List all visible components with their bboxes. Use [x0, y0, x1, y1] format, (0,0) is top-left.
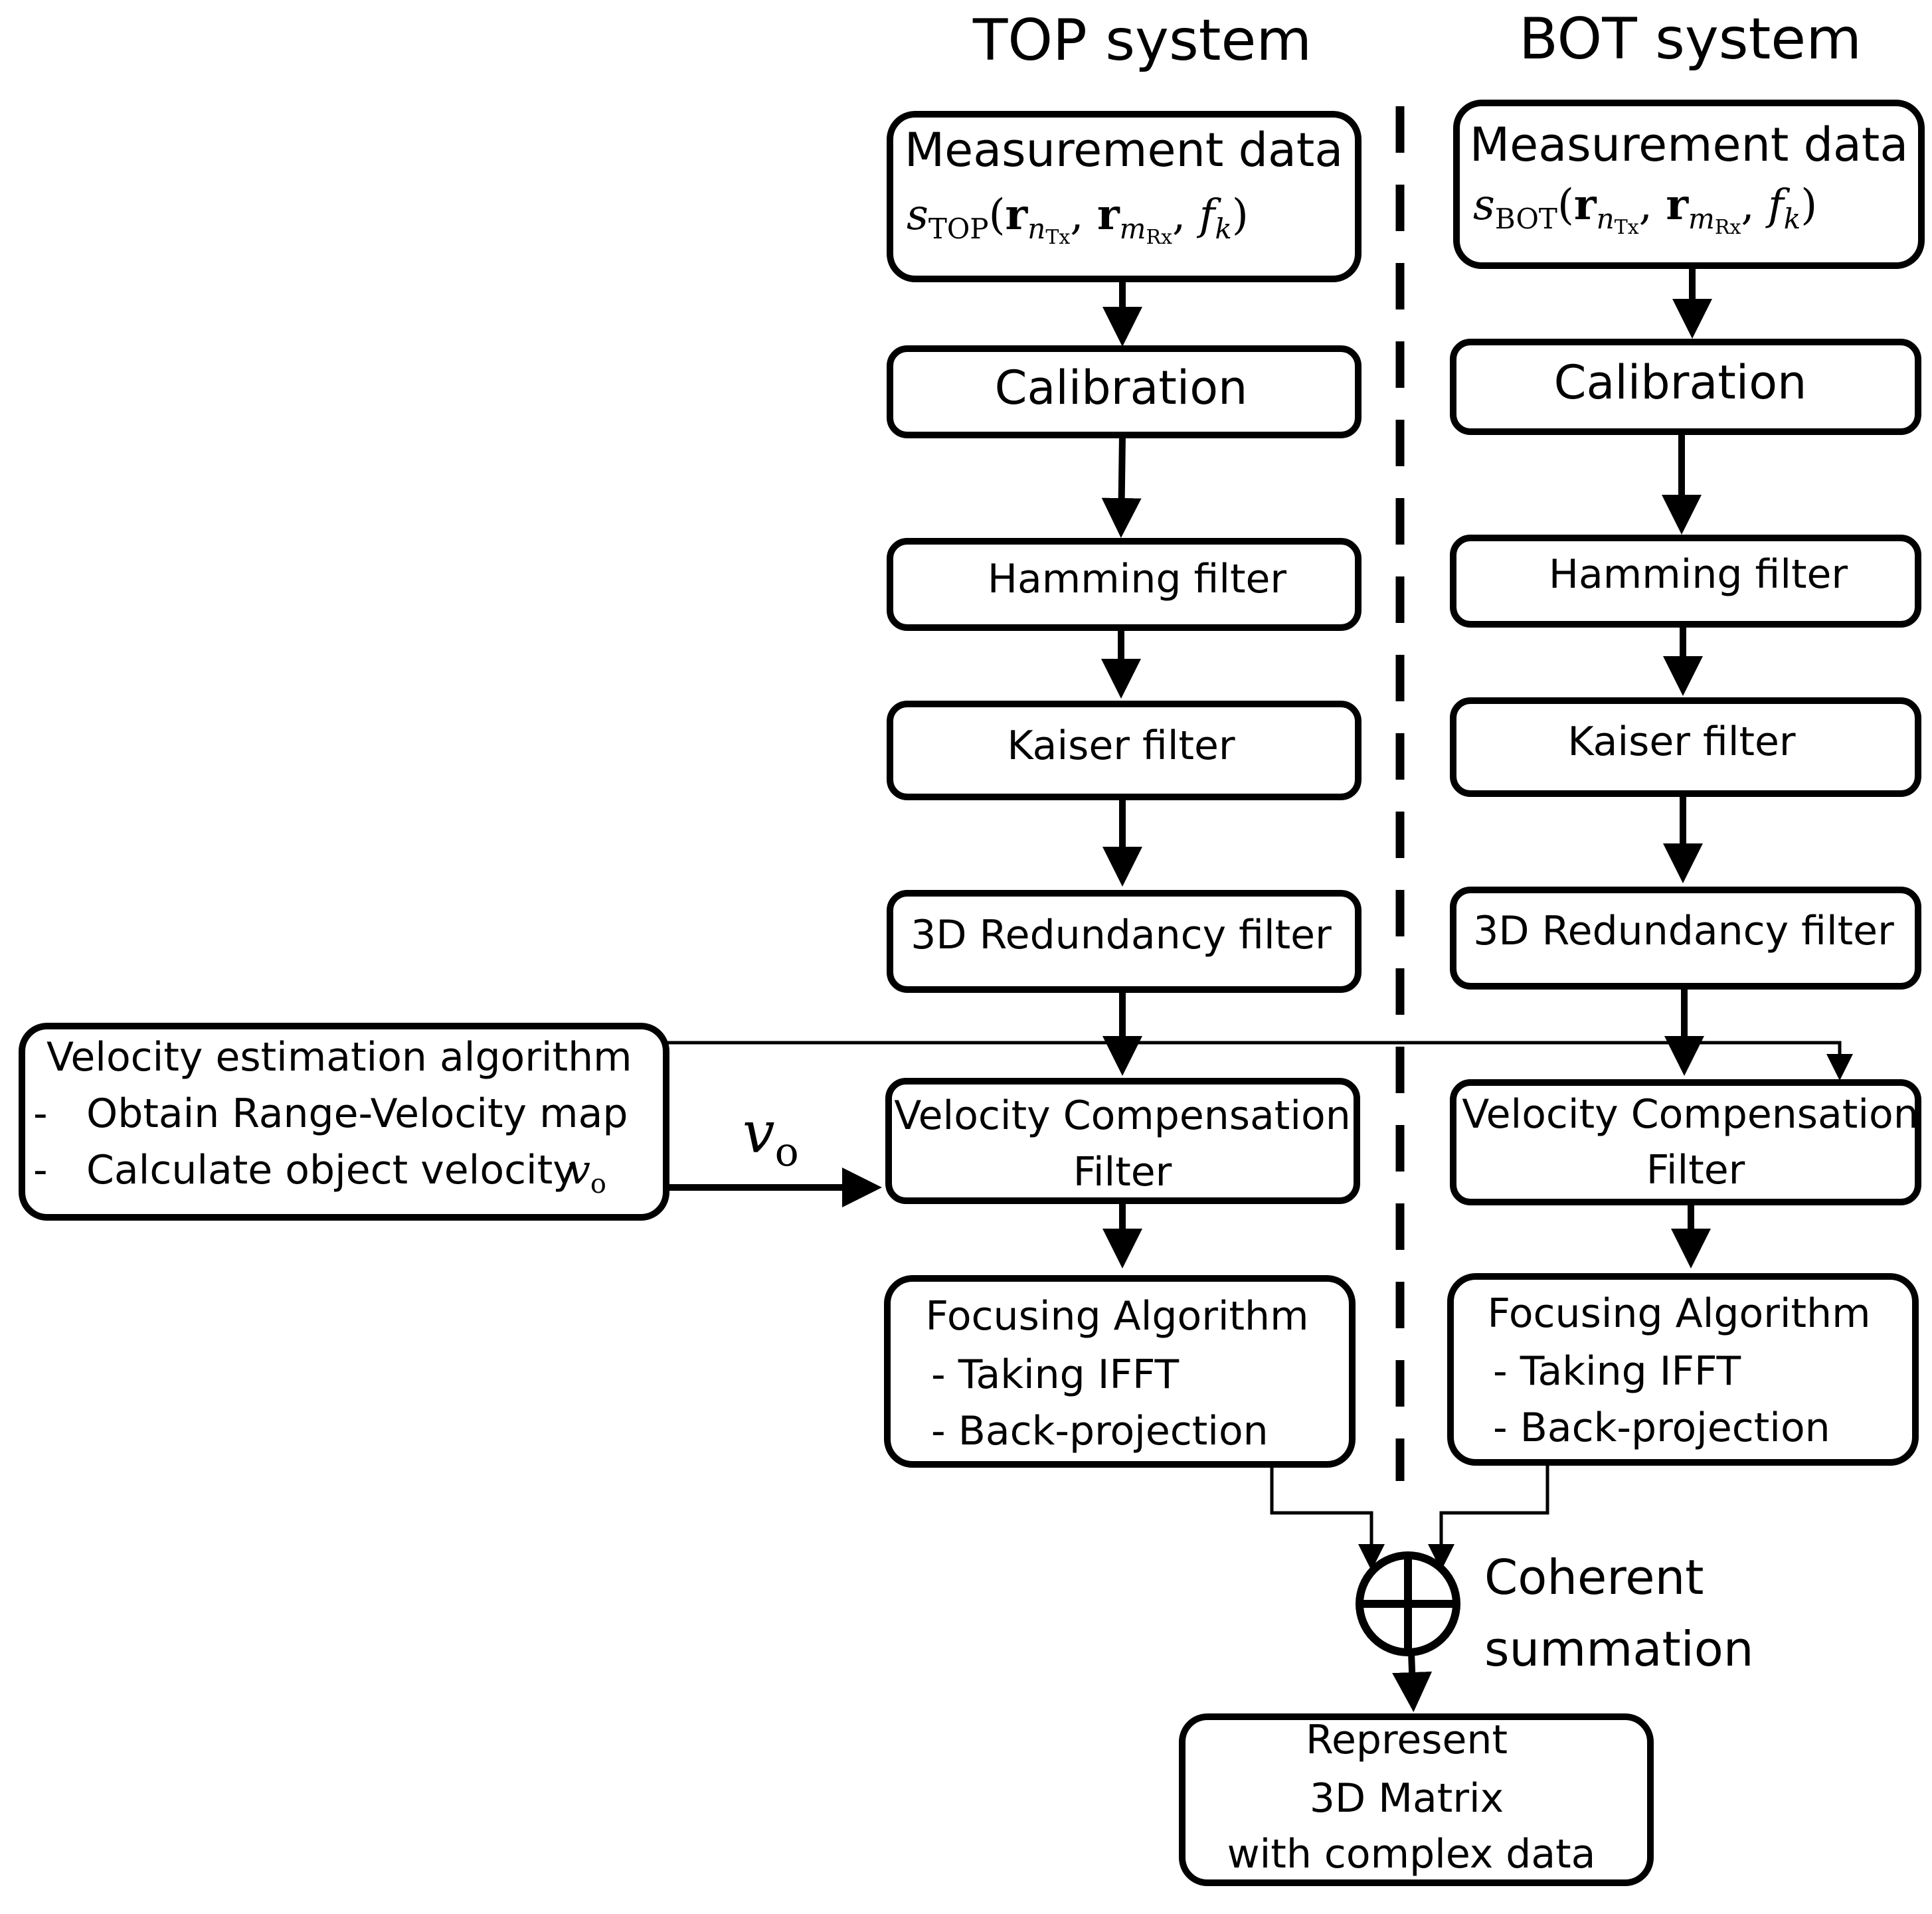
velocity-estimation-bullet2: -: [33, 1147, 48, 1193]
velocity-estimation-item2: Calculate object velocity: [86, 1147, 576, 1193]
output-line1: Represent: [1306, 1717, 1508, 1763]
bot-measurement-box: Measurement data sBOT(rnTx, rmRx, fk): [1453, 100, 1925, 269]
bot-velocity-compensation-line1: Velocity Compensation: [1462, 1091, 1918, 1138]
top-redundancy-box: 3D Redundancy filter: [887, 890, 1361, 993]
velocity-feed-bot: [666, 1041, 1853, 1081]
top-redundancy-label: 3D Redundancy filter: [911, 912, 1332, 958]
bot-redundancy-label: 3D Redundancy filter: [1473, 908, 1894, 954]
top-focusing-title: Focusing Algorithm: [925, 1293, 1308, 1340]
bot-measurement-formula: sBOT(rnTx, rmRx, fk): [1473, 180, 1817, 239]
top-focusing-step2: - Back-projection: [931, 1408, 1269, 1454]
bot-to-sum-line: [1428, 1462, 1549, 1571]
top-velocity-compensation-box: Velocity Compensation Filter: [885, 1078, 1360, 1204]
top-calibration-box: Calibration: [887, 345, 1361, 438]
bot-kaiser-label: Kaiser filter: [1567, 719, 1796, 765]
top-system-heading: TOP system: [972, 7, 1312, 74]
bot-measurement-title: Measurement data: [1470, 118, 1909, 172]
bot-velocity-compensation-box: Velocity Compensation Filter: [1450, 1079, 1921, 1205]
output-line3: with complex data: [1227, 1831, 1596, 1877]
top-focusing-box: Focusing Algorithm - Taking IFFT - Back-…: [884, 1275, 1356, 1468]
bot-hamming-label: Hamming filter: [1549, 551, 1848, 598]
top-focusing-step1: - Taking IFFT: [931, 1351, 1179, 1398]
bot-calibration-box: Calibration: [1450, 339, 1921, 435]
top-velocity-compensation-line2: Filter: [1073, 1149, 1172, 1195]
velocity-estimation-box: Velocity estimation algorithm - Obtain R…: [19, 1023, 669, 1221]
bot-focusing-step2: - Back-projection: [1493, 1405, 1830, 1451]
top-kaiser-box: Kaiser filter: [887, 701, 1361, 800]
bot-kaiser-box: Kaiser filter: [1450, 697, 1921, 797]
output-line2: 3D Matrix: [1310, 1775, 1504, 1822]
velocity-estimation-title: Velocity estimation algorithm: [46, 1034, 632, 1081]
coherent-summation-line1: Coherent: [1484, 1549, 1704, 1605]
bot-velocity-compensation-line2: Filter: [1646, 1147, 1745, 1193]
bot-focusing-title: Focusing Algorithm: [1487, 1290, 1870, 1337]
bot-focusing-step1: - Taking IFFT: [1493, 1348, 1741, 1395]
top-hamming-box: Hamming filter: [887, 538, 1361, 631]
velocity-estimation-bullet1: -: [33, 1090, 48, 1137]
velocity-symbol-label: vo: [743, 1100, 799, 1175]
top-kaiser-label: Kaiser filter: [1007, 723, 1235, 769]
top-calibration-label: Calibration: [995, 361, 1248, 415]
output-box: Represent 3D Matrix with complex data: [1179, 1713, 1654, 1886]
bot-system-heading: BOT system: [1519, 6, 1862, 72]
velocity-estimation-symbol: vo: [568, 1147, 606, 1199]
bot-redundancy-box: 3D Redundancy filter: [1450, 887, 1921, 990]
bot-focusing-box: Focusing Algorithm - Taking IFFT - Back-…: [1447, 1273, 1919, 1466]
coherent-summation-symbol: [1356, 1551, 1460, 1656]
bot-hamming-box: Hamming filter: [1450, 535, 1921, 628]
coherent-summation-line2: summation: [1484, 1621, 1753, 1677]
bot-calibration-label: Calibration: [1554, 355, 1807, 410]
top-velocity-compensation-line1: Velocity Compensation: [894, 1092, 1350, 1139]
top-measurement-formula: sTOP(rnTx, rmRx, fk): [907, 190, 1249, 249]
velocity-estimation-item1: Obtain Range-Velocity map: [86, 1090, 628, 1137]
top-hamming-label: Hamming filter: [988, 556, 1287, 602]
top-measurement-title: Measurement data: [905, 123, 1344, 177]
top-measurement-box: Measurement data sTOP(rnTx, rmRx, fk): [887, 111, 1361, 282]
top-to-sum-line: [1270, 1464, 1385, 1571]
